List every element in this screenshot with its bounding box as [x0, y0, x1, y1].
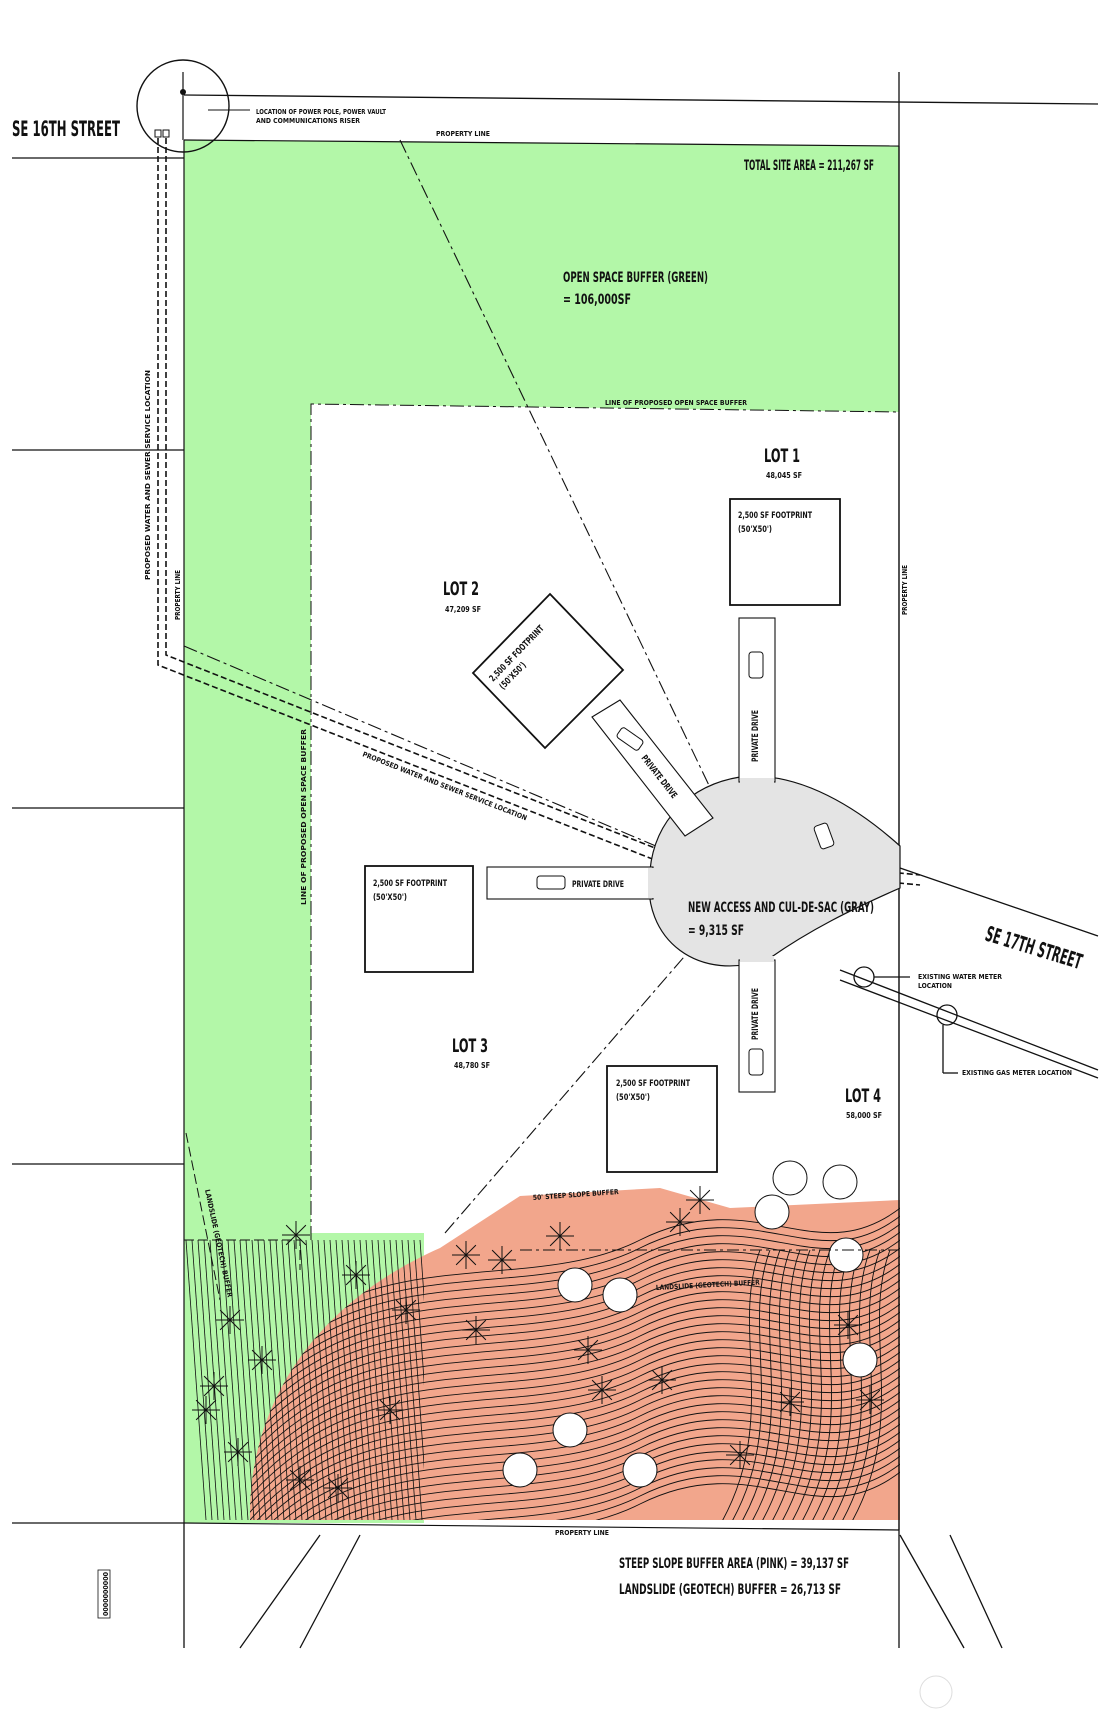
lot-division-lines [183, 139, 717, 1234]
street-label-se16th: SE 16TH STREET [12, 117, 120, 141]
buffer-line-vertical-label: LINE OF PROPOSED OPEN SPACE BUFFER [300, 728, 308, 905]
lot2-area: 47,209 SF [445, 605, 481, 614]
lot4-name: LOT 4 [845, 1085, 881, 1107]
power-pole-marker [136, 59, 230, 153]
lot1-name: LOT 1 [764, 445, 800, 467]
open-space-title: OPEN SPACE BUFFER (GREEN) [563, 270, 708, 286]
footprint-lot3a-line1: 2,500 SF FOOTPRINT [373, 879, 448, 889]
power-pole-note-line1: LOCATION OF POWER POLE, POWER VAULT [256, 108, 386, 116]
private-drive-label-west: PRIVATE DRIVE [572, 880, 624, 890]
car-icons [536, 651, 835, 1076]
property-lines [183, 139, 900, 1531]
footprint-lot4-line1: 2,500 SF FOOTPRINT [616, 1079, 691, 1089]
culdesac-value: = 9,315 SF [688, 923, 744, 939]
footprint-lot3a-line2: (50'X50') [373, 893, 407, 903]
total-site-area: TOTAL SITE AREA = 211,267 SF [744, 158, 874, 174]
tree-symbols [192, 1160, 884, 1502]
private-drive-label-south: PRIVATE DRIVE [751, 988, 761, 1040]
lot3-area: 48,780 SF [454, 1061, 490, 1070]
water-meter-note-line1: EXISTING WATER METER [918, 973, 1003, 981]
lot3-name: LOT 3 [452, 1035, 488, 1057]
landslide-area: LANDSLIDE (GEOTECH) BUFFER = 26,713 SF [619, 1582, 841, 1598]
meter-markers [853, 966, 958, 1074]
power-pole-note-line2: AND COMMUNICATIONS RISER [256, 117, 361, 125]
topography-contours [249, 1199, 901, 1520]
property-line-right-label: PROPERTY LINE [901, 565, 909, 615]
property-line-bottom-label: PROPERTY LINE [555, 1529, 609, 1537]
plan-stamp: 0000000000 [102, 1572, 110, 1616]
steep-slope-buffer-area [249, 1188, 901, 1520]
water-meter-note-line2: LOCATION [918, 982, 952, 990]
private-drive-label-north: PRIVATE DRIVE [751, 710, 761, 762]
footprint-lot1-line1: 2,500 SF FOOTPRINT [738, 511, 813, 521]
footprint-lot4-line2: (50'X50') [616, 1093, 650, 1103]
steep-slope-area: STEEP SLOPE BUFFER AREA (PINK) = 39,137 … [619, 1556, 849, 1572]
culdesac-title: NEW ACCESS AND CUL-DE-SAC (GRAY) [688, 900, 874, 916]
footprint-lot1-line2: (50'X50') [738, 525, 772, 535]
lot1-area: 48,045 SF [766, 471, 802, 480]
open-space-buffer-area [184, 140, 899, 1240]
lot4-area: 58,000 SF [846, 1111, 882, 1120]
gas-meter-note: EXISTING GAS METER LOCATION [962, 1069, 1072, 1077]
property-line-top-label: PROPERTY LINE [436, 130, 490, 138]
buffer-line-horizontal-label: LINE OF PROPOSED OPEN SPACE BUFFER [605, 399, 748, 407]
lot2-name: LOT 2 [443, 578, 479, 600]
street-label-se17th: SE 17TH STREET [983, 922, 1086, 974]
water-sewer-diagonal-label: PROPOSED WATER AND SEWER SERVICE LOCATIO… [361, 750, 528, 822]
scale-circle [919, 1675, 953, 1709]
water-sewer-vertical-label: PROPOSED WATER AND SEWER SERVICE LOCATIO… [144, 370, 152, 580]
open-space-buffer-line [310, 403, 900, 1240]
hatch-lines [185, 1239, 424, 1521]
building-footprints [364, 498, 841, 1173]
open-space-value: = 106,000SF [563, 292, 631, 308]
property-line-left-label: PROPERTY LINE [174, 570, 182, 620]
